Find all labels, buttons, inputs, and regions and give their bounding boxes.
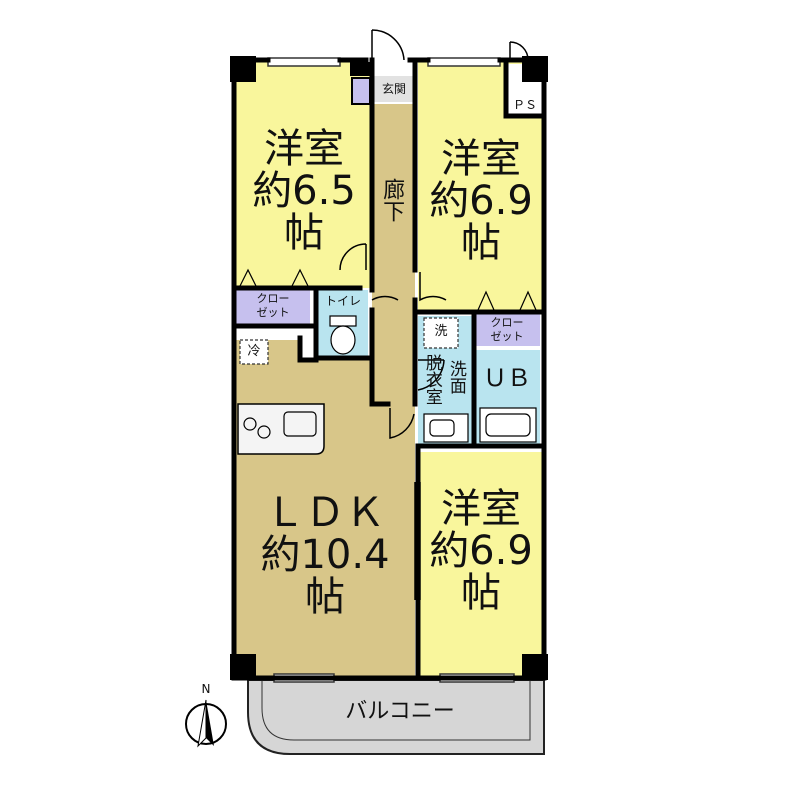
pillars [230, 56, 548, 680]
bathtub [479, 407, 537, 443]
ldk-unit: 帖 [305, 574, 345, 620]
room-nw-unit: 帖 [284, 210, 324, 256]
corridor-floor [372, 104, 415, 404]
balcony [247, 679, 545, 755]
closet-ne-floor [474, 314, 540, 346]
toilet-label: トイレ [324, 294, 361, 308]
room-nw-label: 洋室 約6.5 帖 [240, 128, 368, 254]
room-ne-label: 洋室 約6.9 帖 [420, 138, 542, 264]
room-ne-unit: 帖 [461, 220, 501, 266]
wash-basin [423, 413, 469, 443]
dressing-label: 脱衣室 [421, 354, 442, 405]
room-se-size: 約6.9 [429, 528, 533, 574]
north-arrow [185, 699, 227, 748]
room-ne-name: 洋室 [441, 136, 521, 182]
fridge-space [239, 339, 269, 365]
walls [231, 57, 547, 681]
closet-nw-line2: ゼット [256, 305, 290, 319]
entrance-floor [372, 76, 415, 102]
corridor-label: 廊下 [379, 178, 405, 222]
doors [339, 29, 529, 600]
closet-nw-line1: クロー [256, 292, 290, 305]
closet-door-marks [239, 268, 537, 311]
room-se-label: 洋室 約6.9 帖 [420, 488, 542, 614]
room-se-floor [418, 452, 543, 678]
closet-ne-line1: クロー [490, 316, 524, 329]
room-ne-size: 約6.9 [429, 178, 533, 224]
balcony-inner-line [261, 680, 531, 741]
ps-label: ＰＳ [512, 98, 537, 112]
bath-label: ＵＢ [483, 364, 531, 392]
ldk-name: ＬＤＫ [265, 490, 385, 536]
closet-nw-floor [236, 290, 310, 324]
ldk-size: 約10.4 [260, 532, 390, 578]
washbasin-label: 洗面 [445, 360, 466, 394]
washer-space [423, 317, 459, 349]
washer-label: 洗 [434, 324, 448, 339]
room-nw-name: 洋室 [264, 126, 344, 172]
balcony-label: バルコニー [345, 699, 455, 724]
closet-ne-label: クロー ゼット [474, 316, 540, 344]
toilet-bowl [329, 315, 357, 355]
ldk-label: ＬＤＫ 約10.4 帖 [236, 492, 414, 618]
fridge-label: 冷 [247, 344, 261, 359]
room-se-unit: 帖 [461, 570, 501, 616]
north-label: N [201, 682, 211, 696]
closet-nw-label: クロー ゼット [236, 292, 310, 320]
entrance-label: 玄関 [381, 82, 406, 96]
room-nw-size: 約6.5 [252, 168, 356, 214]
kitchen-counter [237, 403, 325, 455]
room-se-name: 洋室 [441, 486, 521, 532]
closet-ne-line2: ゼット [490, 329, 524, 343]
